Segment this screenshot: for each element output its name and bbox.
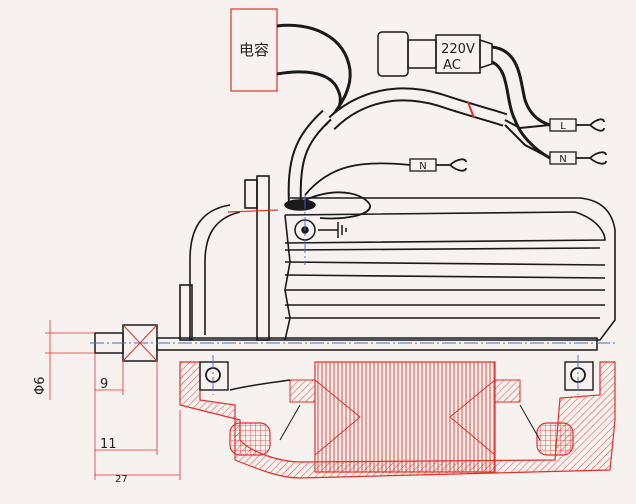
front-bearing <box>199 361 229 391</box>
terminal-n-internal: N <box>409 158 467 172</box>
shaft-diameter-dimension: Φ6 <box>33 376 48 395</box>
dimension-lines <box>45 320 181 480</box>
lead-wire-internal <box>229 379 291 391</box>
dimension-11: 11 <box>100 437 117 452</box>
terminal-n-main: N <box>549 151 607 165</box>
terminal-l: L <box>549 118 605 132</box>
lower-cross-section <box>179 361 616 479</box>
ground-symbol <box>284 199 347 241</box>
terminal-n-internal-label: N <box>419 161 426 172</box>
power-cord <box>287 45 551 220</box>
rear-bearing <box>564 361 594 391</box>
centerlines <box>90 195 615 395</box>
capacitor: 电容 <box>230 8 352 127</box>
dimension-9: 9 <box>100 377 108 392</box>
capacitor-label: 电容 <box>239 41 269 59</box>
terminal-n-main-label: N <box>559 154 566 165</box>
power-indicator-lamp: 220V AC <box>377 31 493 77</box>
voltage-label: 220V <box>441 42 475 57</box>
motor-housing <box>179 175 616 341</box>
terminal-l-label: L <box>560 121 566 132</box>
dimension-27: 27 <box>115 474 128 485</box>
ac-label: AC <box>443 58 461 73</box>
